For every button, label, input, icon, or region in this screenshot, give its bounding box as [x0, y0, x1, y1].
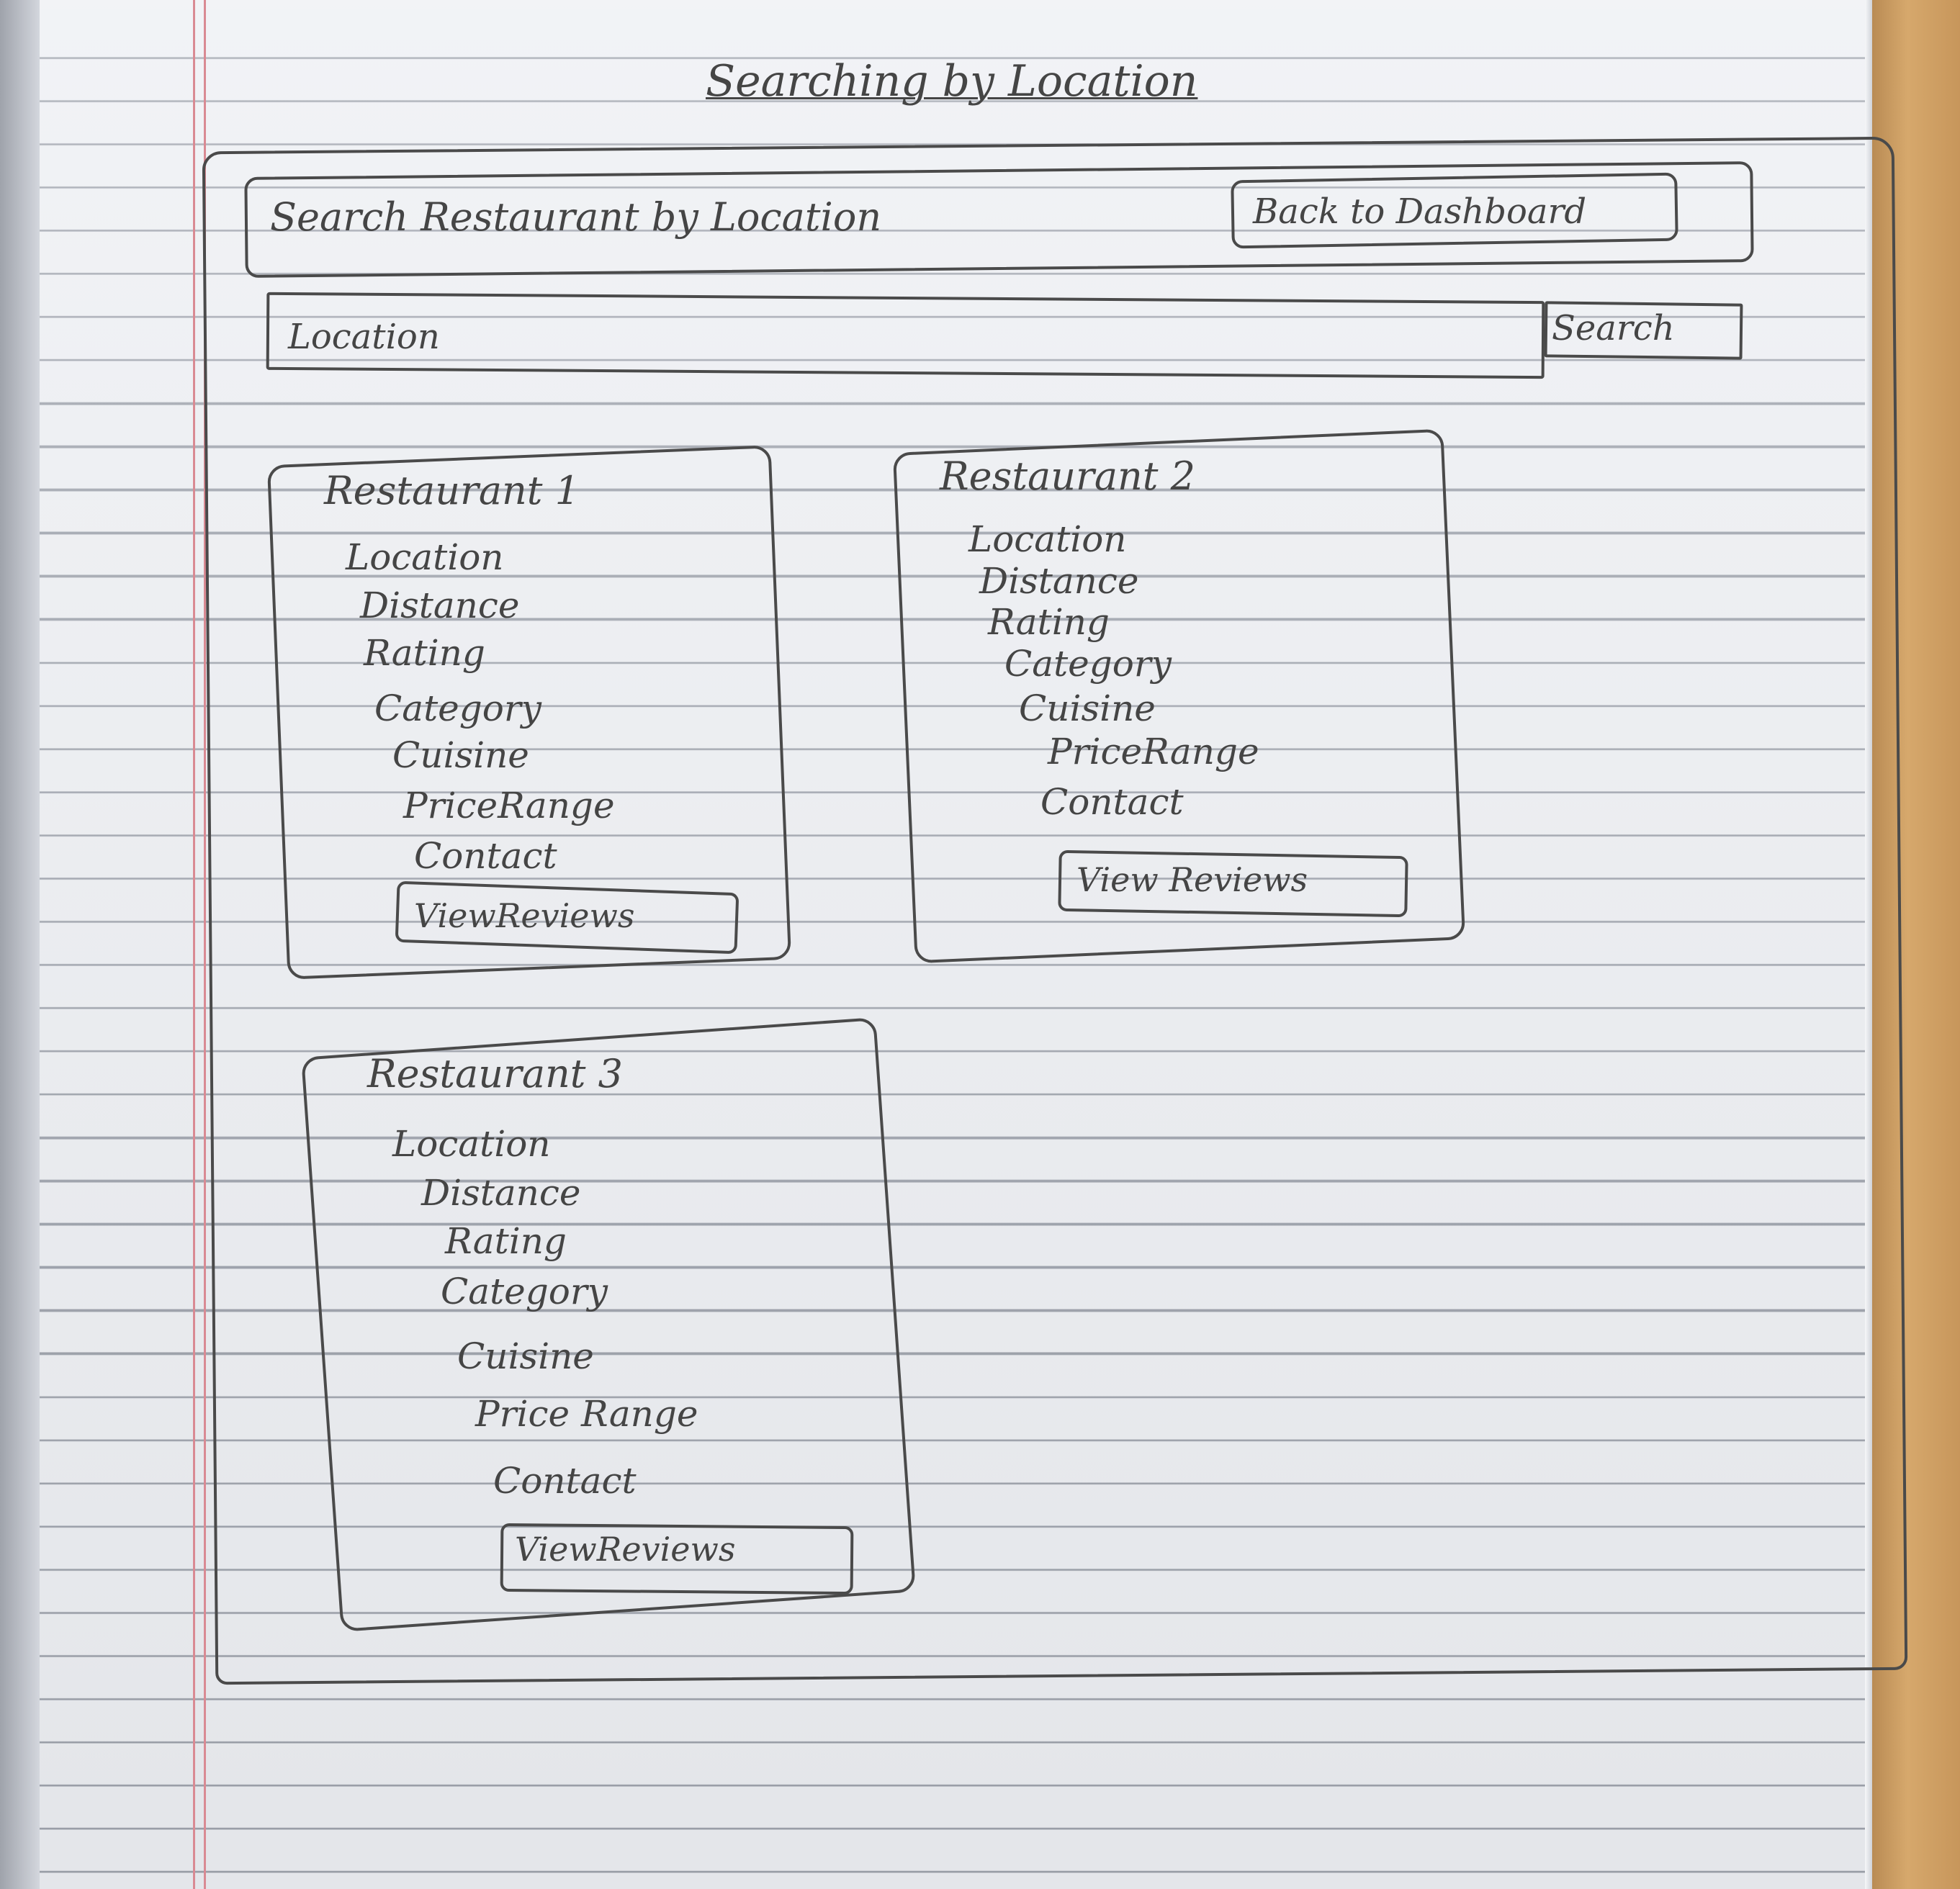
restaurant-1-distance: Distance — [360, 585, 520, 626]
restaurant-1-location: Location — [346, 536, 504, 578]
restaurant-3-price-range: Price Range — [475, 1393, 698, 1435]
wooden-desk — [1872, 0, 1960, 1889]
header-title: Search Restaurant by Location — [270, 194, 882, 240]
restaurant-3-category: Category — [441, 1271, 608, 1312]
restaurant-1-view-reviews-label[interactable]: ViewReviews — [414, 896, 635, 935]
restaurant-2-view-reviews-label[interactable]: View Reviews — [1076, 860, 1308, 899]
restaurant-3-cuisine: Cuisine — [457, 1335, 594, 1377]
location-search-input[interactable] — [266, 292, 1545, 379]
restaurant-1-name: Restaurant 1 — [324, 468, 580, 513]
restaurant-2-name: Restaurant 2 — [940, 454, 1196, 499]
restaurant-1-category: Category — [374, 687, 542, 729]
restaurant-3-view-reviews-label[interactable]: ViewReviews — [515, 1530, 736, 1569]
restaurant-1-price-range: PriceRange — [403, 785, 615, 826]
restaurant-2-location: Location — [968, 518, 1127, 560]
restaurant-2-price-range: PriceRange — [1048, 731, 1259, 772]
restaurant-1-cuisine: Cuisine — [392, 734, 529, 776]
margin-line-left — [193, 0, 195, 1889]
restaurant-3-distance: Distance — [421, 1172, 581, 1214]
page-shading — [0, 0, 1872, 1889]
restaurant-3-rating: Rating — [445, 1220, 567, 1262]
location-search-placeholder[interactable]: Location — [288, 317, 440, 357]
search-button-label[interactable]: Search — [1552, 308, 1675, 348]
restaurant-3-location: Location — [392, 1123, 551, 1165]
notebook-page — [0, 0, 1872, 1889]
restaurant-2-category: Category — [1004, 643, 1172, 685]
restaurant-3-name: Restaurant 3 — [367, 1051, 624, 1096]
restaurant-1-contact: Contact — [414, 835, 557, 877]
restaurant-2-cuisine: Cuisine — [1019, 687, 1156, 729]
margin-line-right — [204, 0, 206, 1889]
restaurant-2-contact: Contact — [1040, 781, 1184, 823]
restaurant-1-rating: Rating — [364, 632, 485, 674]
restaurant-2-rating: Rating — [988, 601, 1110, 643]
page-title: Searching by Location — [706, 56, 1198, 107]
back-to-dashboard-label[interactable]: Back to Dashboard — [1253, 191, 1587, 232]
notebook-binding — [0, 0, 40, 1889]
restaurant-2-distance: Distance — [979, 560, 1139, 602]
page-edge — [1865, 0, 1872, 1889]
restaurant-3-contact: Contact — [493, 1460, 637, 1502]
